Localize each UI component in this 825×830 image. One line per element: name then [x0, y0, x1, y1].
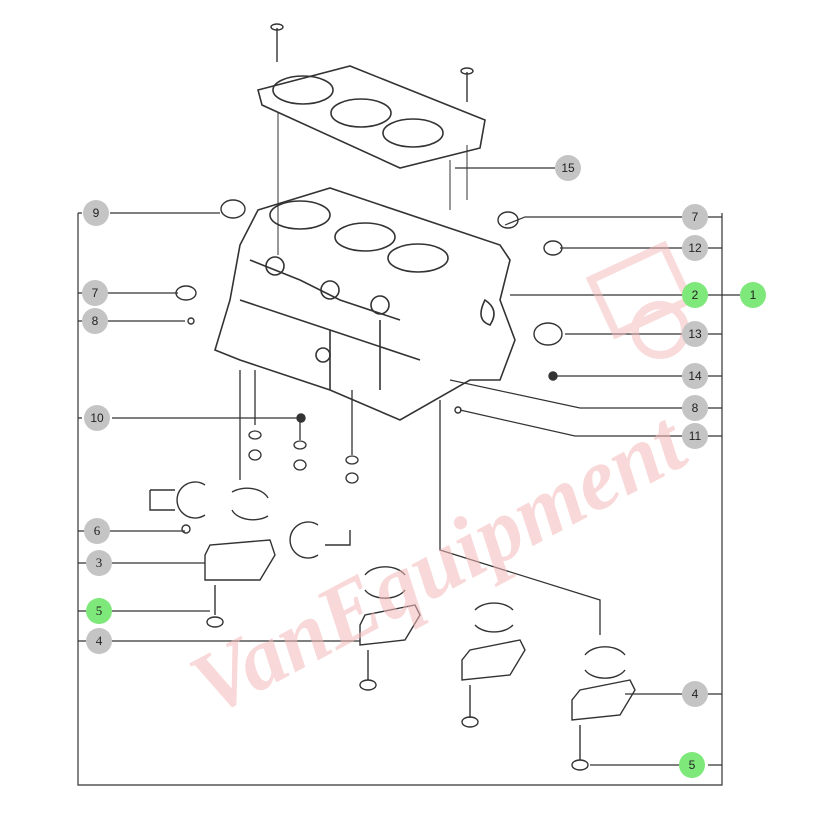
callout-right-8[interactable]: 8	[682, 395, 708, 421]
callout-right-15[interactable]: 15	[555, 155, 581, 181]
bearings	[149, 481, 636, 771]
leader-8-right	[449, 379, 722, 409]
cylinder-block	[214, 187, 516, 421]
callout-left-8[interactable]: 8	[82, 308, 108, 334]
callout-left-3[interactable]: 3	[86, 550, 112, 576]
callout-right-12[interactable]: 12	[682, 235, 708, 261]
callout-right-7[interactable]: 7	[682, 204, 708, 230]
callout-right-4[interactable]: 4	[682, 681, 708, 707]
callout-right-2[interactable]: 2	[682, 282, 708, 308]
head-bolts	[270, 23, 474, 255]
callout-right-11[interactable]: 11	[682, 423, 708, 449]
leader-11	[459, 409, 722, 437]
callout-left-9[interactable]: 9	[83, 200, 109, 226]
callout-right-13[interactable]: 13	[682, 321, 708, 347]
callout-assembly-1[interactable]: 1	[740, 282, 766, 308]
callout-left-7[interactable]: 7	[82, 280, 108, 306]
left-bracket-line	[77, 213, 723, 786]
leader-7-right	[504, 216, 722, 226]
callout-left-5[interactable]: 5	[86, 598, 112, 624]
callout-right-14[interactable]: 14	[682, 363, 708, 389]
callout-right-5[interactable]: 5	[679, 752, 705, 778]
callout-left-10[interactable]: 10	[84, 405, 110, 431]
head-gasket	[257, 65, 486, 169]
callout-left-6[interactable]: 6	[84, 518, 110, 544]
main-bearing-bolts	[239, 370, 601, 635]
small-parts	[175, 199, 563, 423]
callout-left-4[interactable]: 4	[86, 628, 112, 654]
